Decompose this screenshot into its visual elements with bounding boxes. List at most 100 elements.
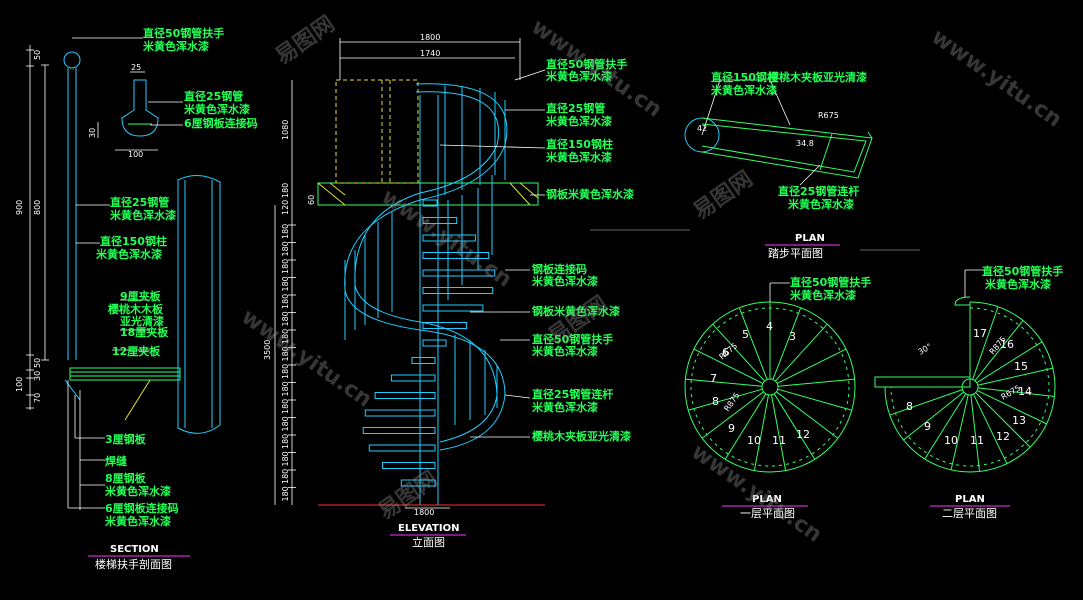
- plan1-step-edge: [738, 307, 768, 380]
- elevation-title-en: ELEVATION: [398, 523, 459, 534]
- plan1-step-edge: [701, 391, 764, 439]
- dim-step: 180: [281, 311, 290, 326]
- plan2-dim-angle: 30°: [917, 342, 934, 357]
- plan2-step-number: 13: [1012, 414, 1026, 427]
- dim-step: 180: [281, 329, 290, 344]
- plan1-step-edge: [777, 378, 855, 387]
- svg-text:www.yitu.cn: www.yitu.cn: [927, 24, 1067, 132]
- elev-label-pipe25-2: 米黄色浑水漆: [545, 114, 612, 128]
- plan2-step-number: 17: [973, 327, 987, 340]
- dim-step: 180: [281, 346, 290, 361]
- elevation-step: [422, 199, 438, 207]
- dim-50: 50: [33, 50, 42, 60]
- dim-step: 180: [281, 416, 290, 431]
- plan1-step-edge: [693, 348, 764, 384]
- plan2-step-number: 15: [1014, 360, 1028, 373]
- elevation-step: [422, 322, 468, 329]
- elev-label-handrail-2: 米黄色浑水漆: [545, 69, 612, 83]
- tread-label-rail-1: 直径25钢管连杆: [778, 184, 859, 198]
- plan2-step-edge: [903, 391, 965, 441]
- plan2-step-edge: [976, 341, 1043, 384]
- svg-text:易图网: 易图网: [689, 167, 757, 225]
- plan1-step-number: 8: [712, 395, 719, 408]
- plan2-dim-r2: R675: [1000, 384, 1023, 402]
- elevation-step: [422, 304, 484, 312]
- elev-label-joint-2: 米黄色浑水漆: [531, 274, 598, 288]
- tread-title-cn: 踏步平面图: [768, 246, 823, 260]
- plan2-step-edge: [924, 393, 967, 460]
- plan1-step-edge: [775, 323, 828, 382]
- elevation-step: [362, 427, 436, 434]
- elevation-title-cn: 立面图: [412, 535, 445, 549]
- dim-120: 120: [281, 200, 290, 215]
- label-plywood9-2: 樱桃木木板: [108, 302, 164, 316]
- plan1-step-number: 4: [766, 320, 773, 333]
- tread-label-column-1: 直径150钢柱: [711, 70, 778, 84]
- plan1-step-number: 11: [772, 434, 786, 447]
- plan1-step-edge: [724, 393, 767, 460]
- section-detail: 50 900 800 50 30 100 70 25 100 30: [15, 26, 258, 571]
- plan2-label-2: 米黄色浑水漆: [984, 277, 1051, 291]
- dim-step: 180: [281, 486, 290, 501]
- plan2-step-edge: [977, 387, 1055, 398]
- elevation-step: [422, 234, 476, 242]
- plan2-step-number: 8: [906, 400, 913, 413]
- plan2-step-number: 9: [924, 420, 931, 433]
- dim-step: 180: [281, 224, 290, 239]
- dim-30: 30: [33, 371, 42, 381]
- dim-r675: R675: [818, 111, 839, 120]
- elevation-step: [374, 392, 436, 399]
- plan1-step-number: 12: [796, 428, 810, 441]
- dim-900: 900: [15, 200, 24, 215]
- elevation-step: [382, 462, 436, 469]
- plan2-step-edge: [973, 393, 1008, 464]
- dim-w30: 30: [88, 128, 97, 138]
- dim-3500: 3500: [263, 340, 272, 360]
- plan2-step-edge: [970, 394, 981, 472]
- plan2-label-1: 直径50钢管扶手: [982, 264, 1063, 278]
- tread-label-rail-2: 米黄色浑水漆: [787, 197, 854, 211]
- label-steel8-1: 8厘钢板: [105, 471, 147, 485]
- label-column150-1: 直径150钢柱: [100, 234, 167, 248]
- plan1-dim-r2: R875: [722, 391, 741, 413]
- label-pipe25-2: 米黄色浑水漆: [183, 102, 250, 116]
- plan2-step-edge: [977, 367, 1053, 386]
- dim-180: 180: [281, 183, 290, 198]
- label-pipe25b-1: 直径25钢管: [110, 195, 169, 209]
- plan2-step-edge: [975, 392, 1031, 448]
- label-pipe25b-2: 米黄色浑水漆: [109, 208, 176, 222]
- elev-label-plate: 钢板米黄色浑水漆: [546, 187, 634, 201]
- section-title-cn: 楼梯扶手剖面图: [95, 557, 172, 571]
- plan2-title-cn: 二层平面图: [942, 507, 997, 520]
- tread-label-cherry: 樱桃木夹板亚光清漆: [768, 70, 867, 84]
- dim-1740: 1740: [420, 49, 440, 58]
- handrail-pipe-section: [63, 51, 81, 69]
- dim-step: 180: [281, 434, 290, 449]
- elev-label-handrail2-1: 直径50钢管扶手: [532, 332, 613, 346]
- dim-step: 180: [281, 241, 290, 256]
- plan2-step-number: 10: [944, 434, 958, 447]
- elevation-step: [422, 339, 447, 347]
- svg-text:易图网: 易图网: [271, 12, 339, 70]
- plan1-step-number: 5: [742, 328, 749, 341]
- label-steel8-2: 米黄色浑水漆: [104, 484, 171, 498]
- plan1-label-1: 直径50钢管扶手: [790, 275, 871, 289]
- elevation-step: [368, 444, 436, 452]
- tread-title-en: PLAN: [795, 233, 825, 244]
- label-plywood12: 12厘夹板: [112, 344, 161, 358]
- dim-step: 180: [281, 276, 290, 291]
- elevation-step: [422, 252, 490, 259]
- elev-label-column150-2: 米黄色浑水漆: [545, 150, 612, 164]
- plan1-step-number: 10: [747, 434, 761, 447]
- plan1-title-en: PLAN: [752, 494, 782, 505]
- plan1-step-edge: [770, 394, 787, 471]
- label-plywood9-1: 9厘夹板: [120, 289, 162, 303]
- section-title-en: SECTION: [110, 544, 159, 555]
- label-plate-joint: 6厘钢板连接码: [184, 116, 258, 130]
- dim-base-1800: 1800: [414, 508, 434, 517]
- elev-label-joint-1: 钢板连接码: [532, 262, 587, 276]
- dim-step: 180: [281, 294, 290, 309]
